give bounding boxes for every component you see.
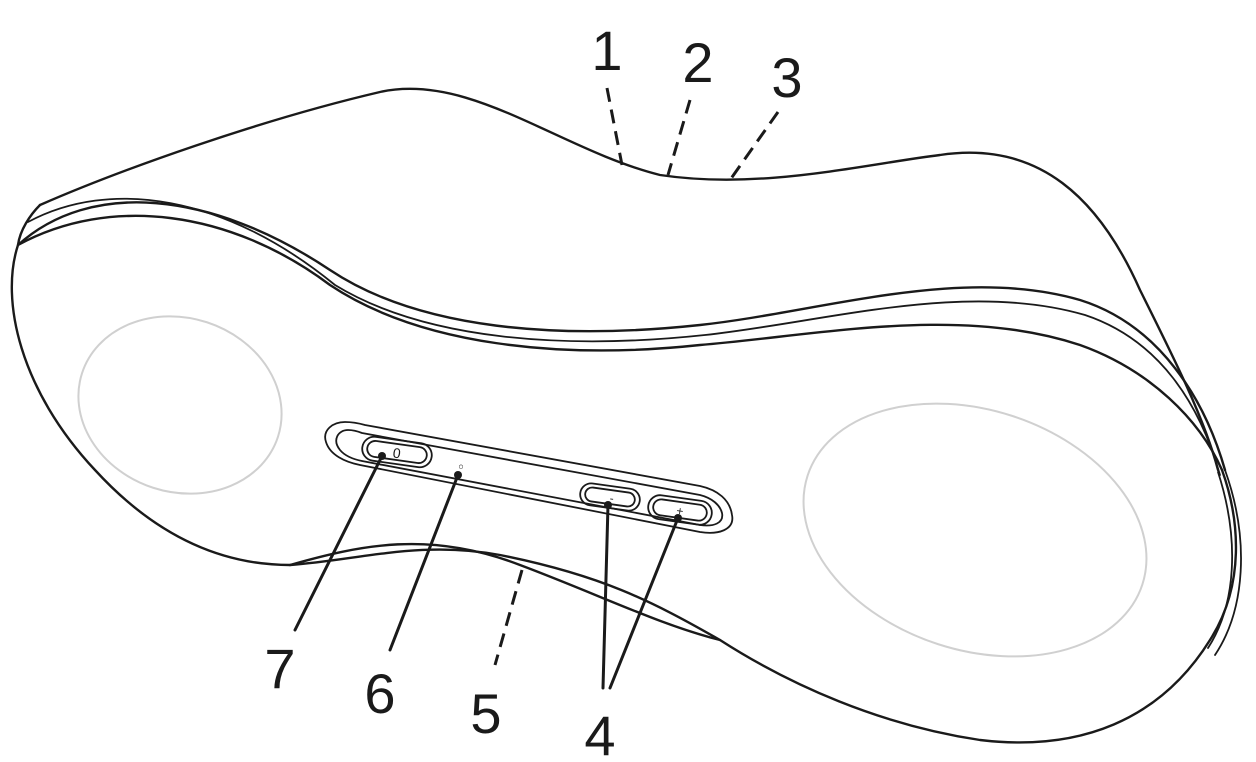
leader-line-1 bbox=[605, 87, 624, 166]
callout-3: 3 bbox=[771, 46, 802, 109]
leader-line-2 bbox=[666, 99, 692, 176]
callout-5: 5 bbox=[470, 682, 501, 745]
callout-4: 4 bbox=[584, 704, 615, 762]
callout-1: 1 bbox=[591, 19, 622, 82]
leader-dot-7 bbox=[378, 452, 386, 460]
indicator-light: ◦ bbox=[457, 460, 465, 476]
callout-2: 2 bbox=[682, 31, 713, 94]
right-speaker-grille bbox=[802, 402, 1148, 658]
leader-dot-4a bbox=[604, 501, 612, 509]
speaker-upper-rim-outer bbox=[16, 201, 1227, 472]
leader-line-6 bbox=[388, 473, 460, 652]
power-button[interactable]: 0 bbox=[361, 435, 434, 469]
control-panel-frame bbox=[324, 421, 734, 534]
speaker-top-surface bbox=[38, 87, 1220, 472]
leader-dot-6 bbox=[454, 471, 462, 479]
speaker-upper-rim-inner bbox=[27, 197, 1221, 476]
callout-6: 6 bbox=[364, 662, 395, 725]
leader-line-7 bbox=[293, 454, 384, 632]
control-panel-inner-frame bbox=[335, 429, 724, 527]
leader-dot-4b bbox=[674, 514, 682, 522]
speaker-right-edge-outer bbox=[1214, 469, 1242, 656]
leader-line-5 bbox=[493, 569, 524, 666]
volume-down-icon: - bbox=[609, 491, 615, 505]
speaker-right-edge-inner bbox=[1207, 471, 1234, 649]
leader-line-4b bbox=[608, 516, 680, 690]
leader-line-3 bbox=[728, 111, 780, 181]
leader-line-4a bbox=[601, 503, 610, 690]
power-icon: 0 bbox=[392, 445, 402, 462]
volume-up-icon: + bbox=[675, 504, 684, 519]
speaker-front-face bbox=[10, 214, 1238, 744]
left-speaker-grille bbox=[77, 315, 283, 495]
callout-7: 7 bbox=[264, 637, 295, 700]
speaker-bottom-edge bbox=[288, 542, 722, 642]
control-panel: 0 ◦ - + bbox=[324, 421, 734, 534]
